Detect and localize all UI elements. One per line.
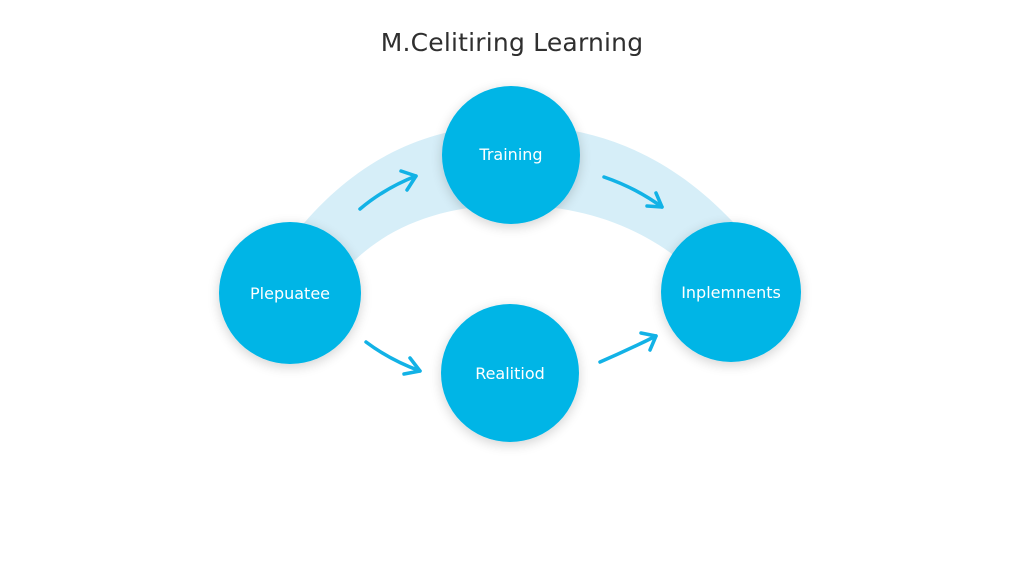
- arrow-realitiod-to-inplemnents: [598, 331, 658, 364]
- node-training-label: Training: [478, 145, 542, 164]
- diagram-title: M.Celitiring Learning: [380, 28, 644, 57]
- node-inplemnents: Inplemnents: [661, 222, 801, 362]
- arrow-plepuatee-to-realitiod: [364, 340, 422, 376]
- node-realitiod-label: Realitiod: [475, 364, 545, 383]
- node-inplemnents-label: Inplemnents: [681, 283, 781, 302]
- arrow-training-to-inplemnents: [602, 175, 664, 209]
- node-training: Training: [442, 86, 580, 224]
- arrow-plepuatee-to-training: [358, 169, 418, 211]
- node-plepuatee-label: Plepuatee: [250, 284, 330, 303]
- node-plepuatee: Plepuatee: [219, 222, 361, 364]
- node-realitiod: Realitiod: [441, 304, 579, 442]
